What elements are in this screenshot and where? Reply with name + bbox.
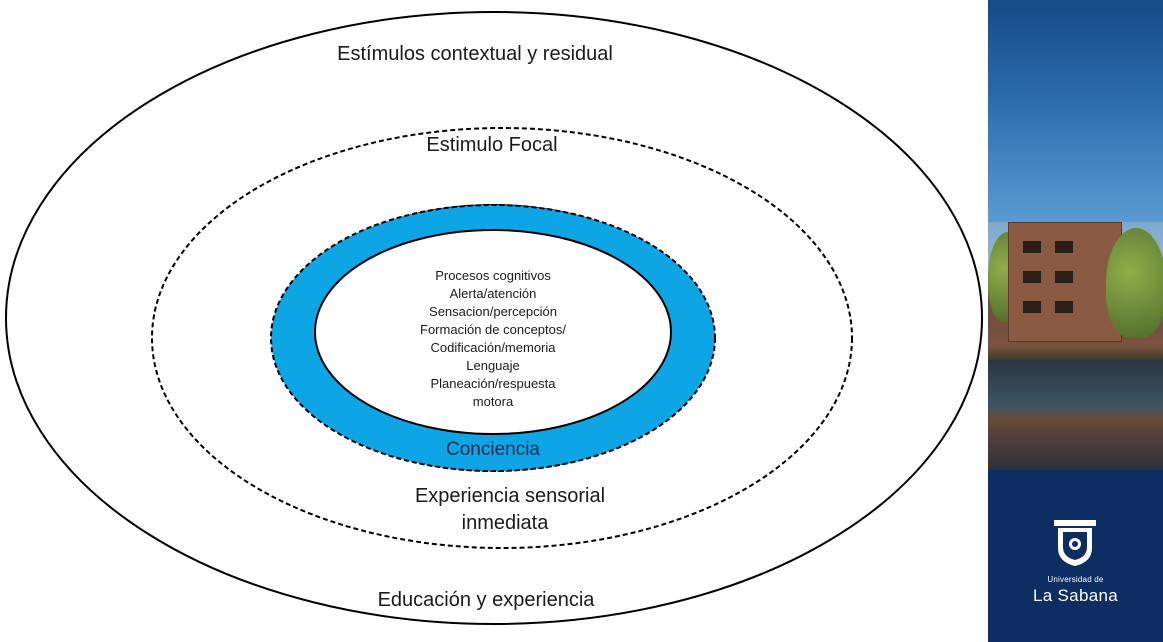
core-line-1: Alerta/atención xyxy=(450,286,537,301)
cognitive-core xyxy=(314,229,672,435)
shield-crest-icon xyxy=(1054,520,1096,566)
outer-top-label: Estímulos contextual y residual xyxy=(337,43,613,65)
core-line-7: motora xyxy=(473,394,514,409)
university-banner: Universidad de La Sabana xyxy=(988,0,1163,642)
outer-ellipse xyxy=(5,11,983,625)
core-line-0: Procesos cognitivos xyxy=(435,268,551,283)
tree-right xyxy=(1106,228,1163,338)
core-line-4: Codificación/memoria xyxy=(431,340,557,355)
core-line-5: Lenguaje xyxy=(466,358,520,373)
banner-sky xyxy=(988,0,1163,222)
core-line-2: Sensacion/percepción xyxy=(429,304,557,319)
core-line-6: Planeación/respuesta xyxy=(430,376,556,391)
focal-label: Estimulo Focal xyxy=(426,134,557,156)
outer-bottom-label: Educación y experiencia xyxy=(378,589,596,611)
sensory-label-line2: inmediata xyxy=(462,512,550,534)
logo-big-text: La Sabana xyxy=(1033,586,1118,605)
lake-reflection xyxy=(988,360,1163,470)
awareness-label: Conciencia xyxy=(446,439,540,460)
logo-small-text: Universidad de xyxy=(1047,575,1104,584)
sensory-label-line1: Experiencia sensorial xyxy=(415,485,605,507)
campus-building xyxy=(1008,222,1122,342)
core-line-3: Formación de conceptos/ xyxy=(420,322,566,337)
focal-dashed-ellipse xyxy=(151,127,853,549)
concentric-diagram: Estímulos contextual y residual Estimulo… xyxy=(5,11,983,625)
